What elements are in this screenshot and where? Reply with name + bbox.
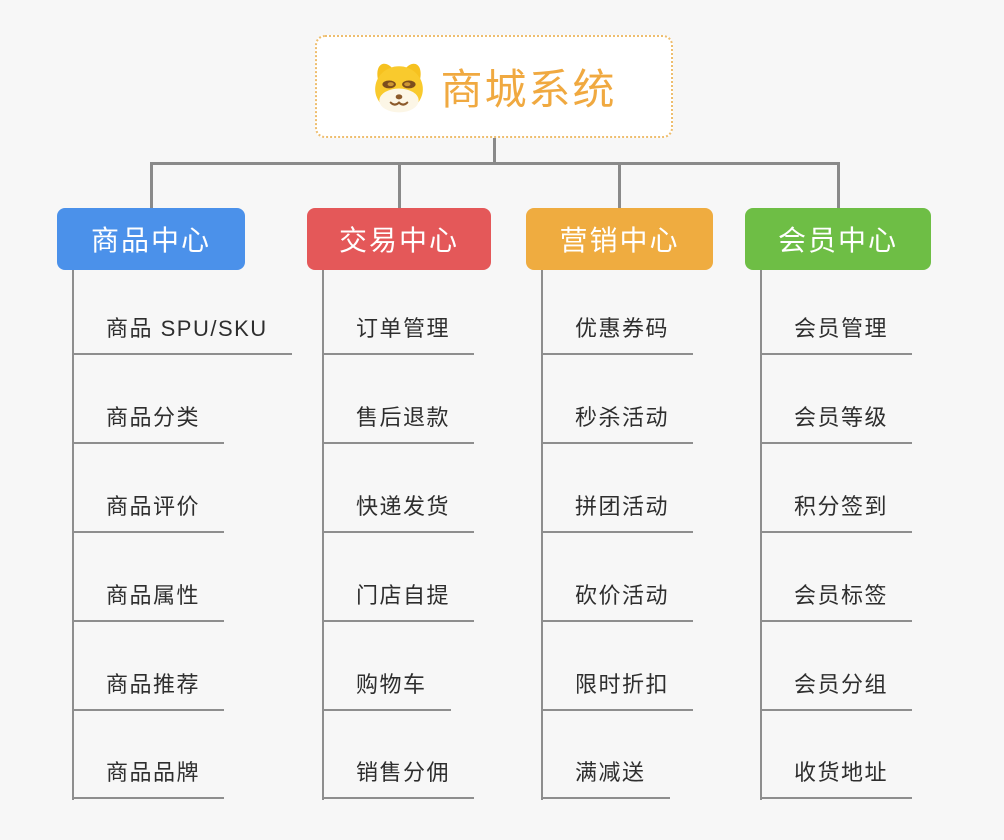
connector-branch-stub [836,163,840,208]
leaf-node[interactable]: 商品品牌 [72,759,225,799]
connector-bus [149,161,840,165]
connector-root-stem [492,138,496,165]
leaf-node[interactable]: 会员等级 [760,404,913,444]
leaf-node[interactable]: 门店自提 [322,582,475,622]
leaf-node[interactable]: 限时折扣 [541,671,694,711]
leaf-node[interactable]: 商品 SPU/SKU [72,315,292,355]
leaf-node[interactable]: 商品推荐 [72,671,225,711]
leaf-node[interactable]: 销售分佣 [322,759,475,799]
branch-trunk-line [541,270,543,800]
leaf-node[interactable]: 会员分组 [760,671,913,711]
branch-node-product-center[interactable]: 商品中心 [57,208,245,270]
root-title: 商城系统 [440,66,617,113]
leaf-node[interactable]: 秒杀活动 [541,404,694,444]
leaf-node[interactable]: 商品分类 [72,404,225,444]
leaf-node[interactable]: 订单管理 [322,315,475,355]
branch-node-member-center[interactable]: 会员中心 [745,208,931,270]
leaf-node[interactable]: 砍价活动 [541,582,694,622]
branch-trunk-line [760,270,762,800]
leaf-node[interactable]: 拼团活动 [541,493,694,533]
leaf-node[interactable]: 售后退款 [322,404,475,444]
leaf-node[interactable]: 收货地址 [760,759,913,799]
leaf-node[interactable]: 优惠券码 [541,315,694,355]
root-node[interactable]: 商城系统 [315,35,673,138]
branch-node-trade-center[interactable]: 交易中心 [307,208,491,270]
connector-branch-stub [149,163,153,208]
leaf-node[interactable]: 积分签到 [760,493,913,533]
leaf-node[interactable]: 满减送 [541,759,670,799]
connector-branch-stub [618,163,621,208]
branch-trunk-line [322,270,324,800]
leaf-node[interactable]: 快递发货 [322,493,475,533]
branch-node-marketing-center[interactable]: 营销中心 [526,208,713,270]
connector-branch-stub [397,163,401,208]
leaf-node[interactable]: 商品属性 [72,582,225,622]
leaf-node[interactable]: 商品评价 [72,493,225,533]
branch-trunk-line [72,270,74,800]
shiba-dog-icon [371,61,427,113]
leaf-node[interactable]: 会员管理 [760,315,913,355]
leaf-node[interactable]: 会员标签 [760,582,913,622]
leaf-node[interactable]: 购物车 [322,671,451,711]
